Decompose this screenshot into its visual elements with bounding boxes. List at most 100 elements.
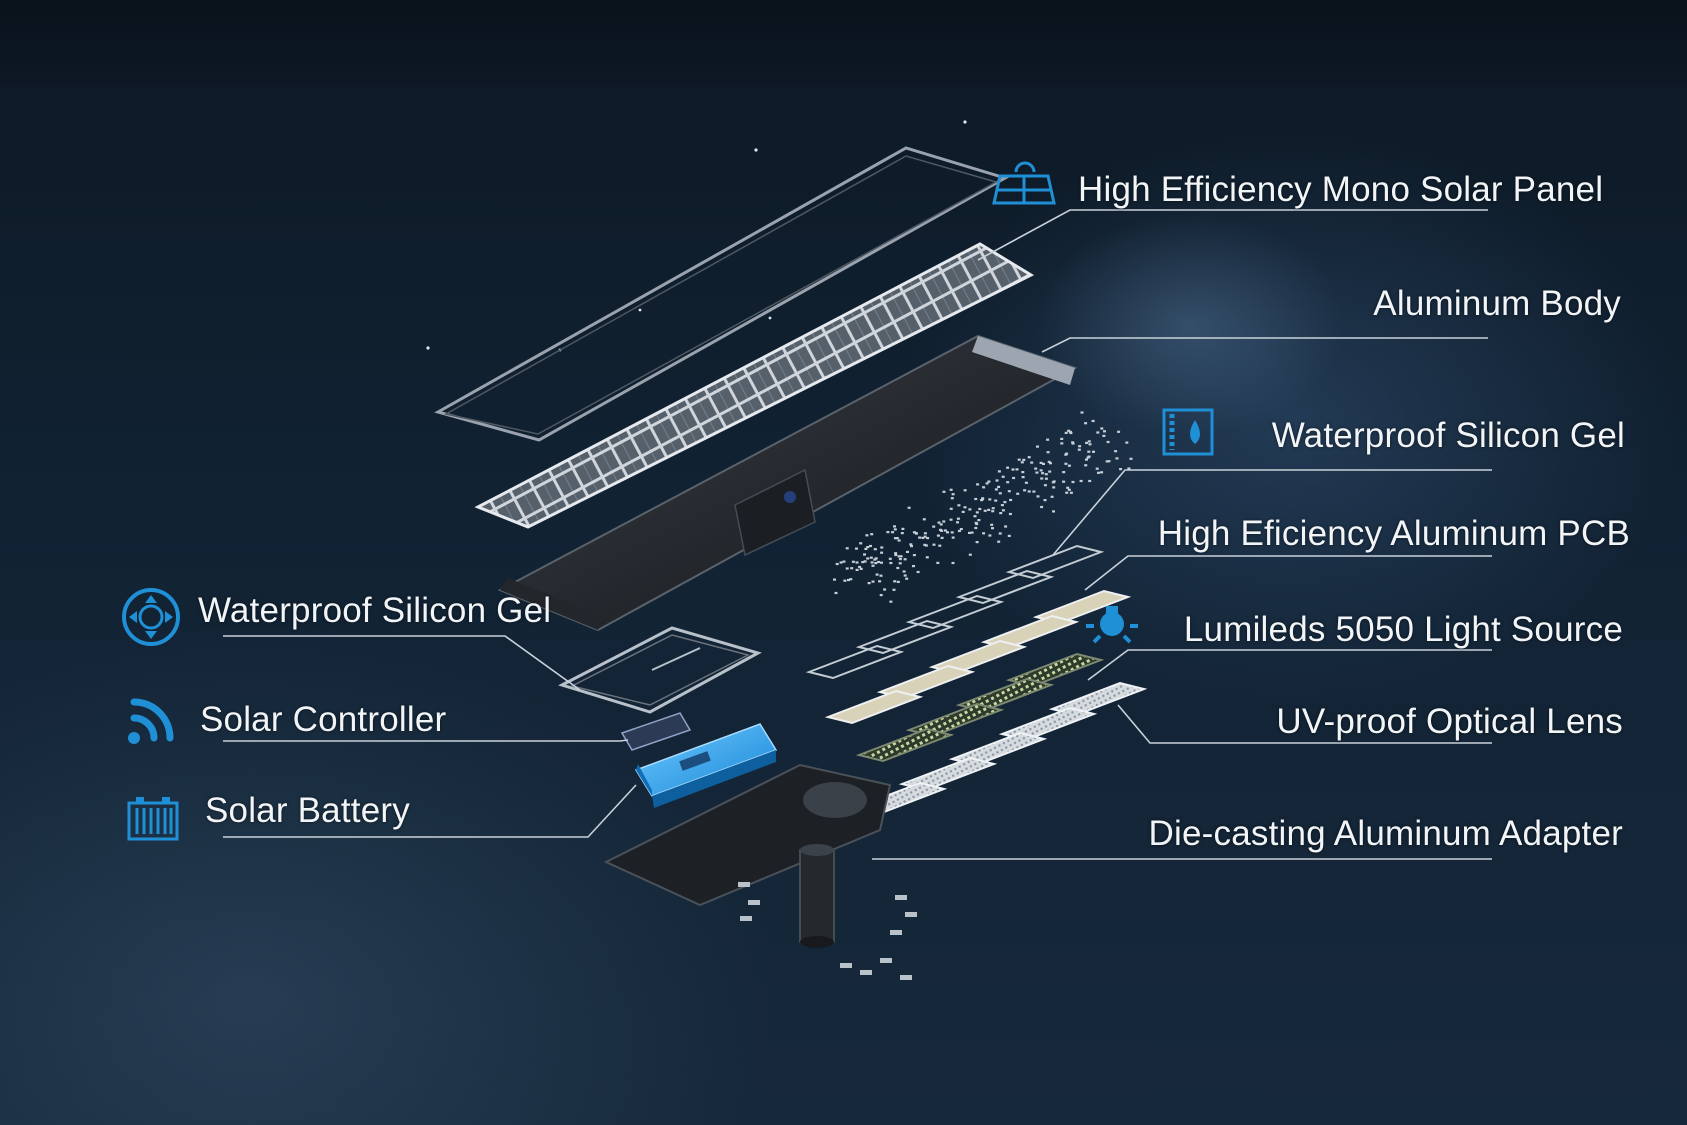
led-dot — [874, 562, 878, 565]
led-dot — [1000, 504, 1004, 507]
led-dot — [1034, 467, 1038, 470]
led-dot — [968, 553, 972, 556]
led-dot — [1100, 427, 1104, 430]
led-dot — [951, 493, 955, 496]
led-dot — [1020, 461, 1024, 464]
led-dot — [1050, 495, 1054, 498]
led-dot — [1052, 486, 1056, 489]
led-dot — [1044, 477, 1048, 480]
led-dot — [936, 534, 940, 537]
led-dot — [963, 489, 967, 492]
label-solar-controller: Solar Controller — [200, 700, 447, 739]
led-dot — [939, 523, 943, 526]
led-dot — [925, 556, 929, 559]
led-dot — [1071, 442, 1075, 445]
led-dot — [973, 515, 977, 518]
led-dot — [1022, 458, 1026, 461]
led-dot — [866, 557, 870, 560]
led-dot — [865, 534, 869, 537]
led-dot — [869, 544, 872, 548]
silicon-gel-outline — [905, 594, 1005, 630]
led-dot — [968, 531, 971, 534]
screw — [905, 912, 917, 917]
led-dot — [1017, 458, 1021, 461]
led-dot — [1023, 489, 1027, 492]
led-dot — [896, 580, 900, 583]
screw — [895, 895, 907, 900]
led-dot — [938, 544, 942, 547]
led-dot — [999, 512, 1003, 515]
label-aluminum-pcb: High Eficiency Aluminum PCB — [1157, 514, 1630, 553]
led-dot — [864, 547, 868, 550]
led-dot — [998, 532, 1002, 535]
led-dot — [990, 523, 994, 526]
led-dot — [1009, 498, 1013, 502]
led-dot — [1001, 509, 1005, 512]
screw — [740, 916, 752, 921]
led-dot — [1127, 467, 1131, 470]
led-dot — [871, 564, 875, 567]
led-dot — [1067, 464, 1071, 467]
label-silicon-gel-left: Waterproof Silicon Gel — [198, 591, 552, 630]
led-dot — [997, 485, 1001, 488]
led-dot — [892, 588, 896, 591]
leader-lines — [223, 209, 1492, 860]
label-solar-panel: High Efficiency Mono Solar Panel — [1078, 170, 1604, 209]
led-dot — [880, 546, 884, 549]
led-dot — [835, 562, 839, 566]
led-dot — [859, 567, 863, 570]
silicon-gel-gasket — [558, 626, 762, 714]
led-dot — [1027, 490, 1031, 493]
led-dot — [923, 543, 927, 546]
led-dot — [1064, 462, 1068, 465]
led-dot — [974, 497, 978, 501]
led-dot — [880, 561, 883, 564]
led-dot — [957, 529, 961, 533]
led-dot — [893, 580, 897, 583]
led-dot — [833, 578, 836, 581]
led-dot — [1087, 450, 1091, 453]
led-dot — [922, 518, 926, 521]
led-dot — [1046, 438, 1050, 441]
led-dot — [943, 529, 947, 532]
led-dot — [858, 565, 862, 569]
led-dot — [932, 525, 936, 528]
led-dot — [1105, 460, 1109, 463]
led-dot — [1067, 488, 1071, 491]
screw — [840, 963, 852, 968]
led-dot — [991, 507, 995, 510]
led-dot — [873, 558, 877, 561]
led-dot — [902, 570, 906, 573]
led-dot — [1078, 445, 1082, 448]
led-dot — [891, 531, 895, 534]
led-dot — [1011, 468, 1015, 471]
led-dot — [1088, 479, 1092, 483]
led-dot — [976, 483, 980, 486]
led-dot — [1012, 476, 1016, 480]
led-dot — [1096, 431, 1100, 434]
led-dot — [1084, 464, 1088, 467]
led-dot — [1039, 469, 1043, 472]
led-dot — [1039, 461, 1043, 464]
led-dot — [1047, 460, 1051, 463]
led-dot — [859, 542, 863, 545]
led-dot — [914, 532, 918, 535]
led-dot — [1071, 480, 1075, 484]
screw — [738, 882, 750, 887]
led-dot — [880, 551, 884, 554]
led-dot — [1016, 492, 1020, 495]
led-dot — [905, 577, 909, 580]
solar-panel-frame — [434, 146, 1009, 442]
led-dot — [845, 567, 849, 570]
screw — [860, 970, 872, 975]
led-dot — [1119, 468, 1123, 471]
led-dot — [942, 520, 946, 523]
solar-panel-icon — [992, 161, 1056, 205]
led-dot — [1030, 461, 1034, 464]
led-dot — [912, 565, 915, 568]
label-silicon-gel-right: Waterproof Silicon Gel — [1271, 416, 1625, 455]
led-dot — [909, 543, 913, 546]
led-dot — [900, 532, 904, 535]
led-dot — [851, 560, 855, 563]
led-dot — [843, 579, 847, 582]
